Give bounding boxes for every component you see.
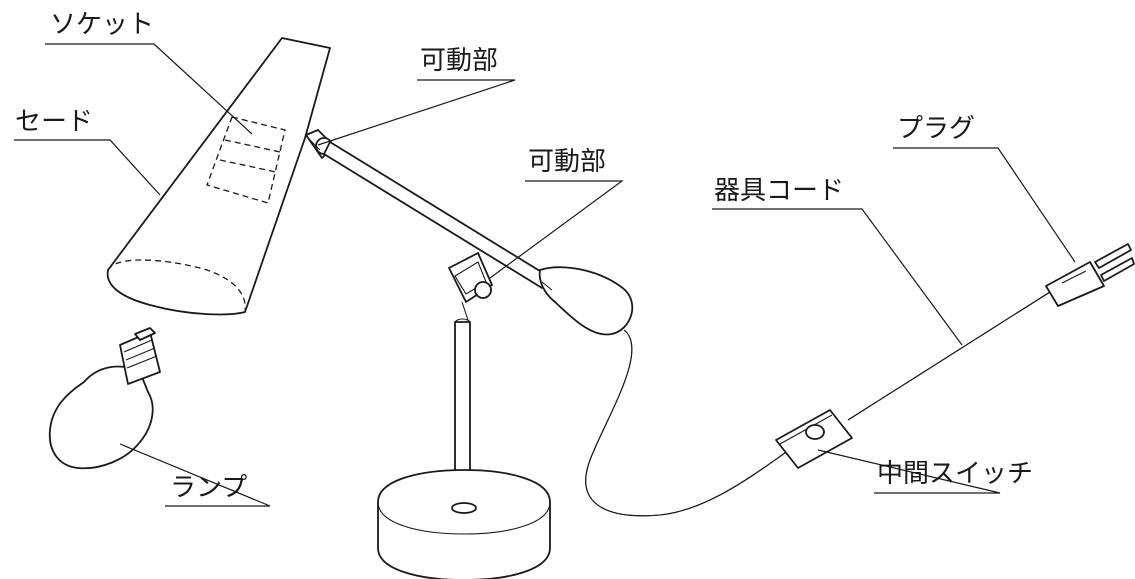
plug [1045,243,1135,307]
lamp-bulb [48,327,161,470]
label-switch: 中間スイッチ [877,459,1033,489]
power-cord [585,243,1135,517]
lower-joint [448,252,493,321]
inline-switch [775,409,853,469]
label-lamp: ランプ [170,473,247,503]
label-shade: セード [15,107,93,137]
leader-lines [14,43,1076,507]
shade [106,37,331,316]
stand [377,252,551,579]
arm [305,129,634,336]
label-cord: 器具コード [714,176,844,206]
label-socket: ソケット [50,10,154,40]
label-plug: プラグ [897,114,975,144]
labels: ソケット セード 可動部 可動部 プラグ 器具コード 中間スイッチ ランプ [15,10,1033,503]
label-joint-lower: 可動部 [528,147,606,177]
label-joint-upper: 可動部 [420,46,498,76]
